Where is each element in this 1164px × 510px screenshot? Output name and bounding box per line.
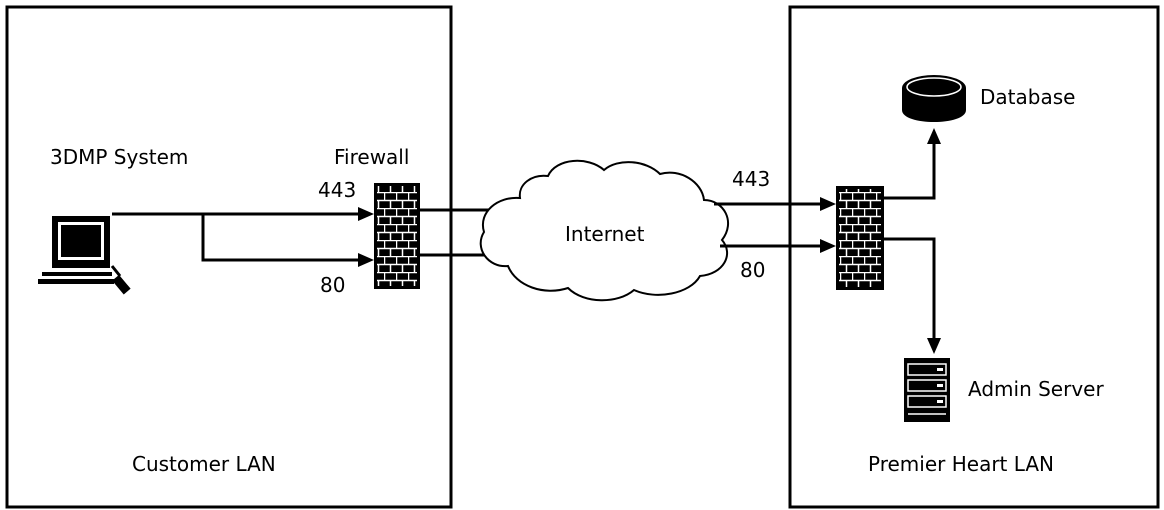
firewall-icon bbox=[374, 183, 420, 289]
premier-lan-title: Premier Heart LAN bbox=[868, 452, 1054, 476]
server-icon bbox=[904, 358, 950, 422]
arrow-80-customer bbox=[358, 253, 374, 267]
customer-port-80-label: 80 bbox=[320, 273, 345, 297]
computer-icon bbox=[38, 216, 131, 295]
customer-connection-lines bbox=[112, 207, 374, 267]
premier-port-80-label: 80 bbox=[740, 258, 765, 282]
premier-connection-lines bbox=[714, 197, 836, 253]
arrow-443-customer bbox=[358, 207, 374, 221]
arrow-80-premier bbox=[820, 239, 836, 253]
arrow-443-premier bbox=[820, 197, 836, 211]
database-icon bbox=[902, 75, 966, 122]
arrow-to-database bbox=[927, 128, 941, 144]
internet-link-lines bbox=[420, 208, 492, 257]
premier-port-443-label: 443 bbox=[732, 167, 770, 191]
internet-label: Internet bbox=[565, 222, 645, 246]
cloud-icon bbox=[479, 159, 729, 302]
line-to-database bbox=[884, 142, 936, 200]
admin-server-label: Admin Server bbox=[968, 377, 1104, 401]
firewall-icon bbox=[836, 186, 884, 290]
line-to-admin-server bbox=[884, 237, 936, 340]
system-label: 3DMP System bbox=[50, 145, 188, 169]
arrow-to-admin-server bbox=[927, 338, 941, 354]
database-label: Database bbox=[980, 85, 1075, 109]
customer-port-443-label: 443 bbox=[318, 178, 356, 202]
customer-lan-title: Customer LAN bbox=[132, 452, 276, 476]
internal-connection-lines bbox=[884, 128, 941, 354]
firewall-label: Firewall bbox=[334, 145, 409, 169]
line-80-customer bbox=[201, 214, 360, 262]
